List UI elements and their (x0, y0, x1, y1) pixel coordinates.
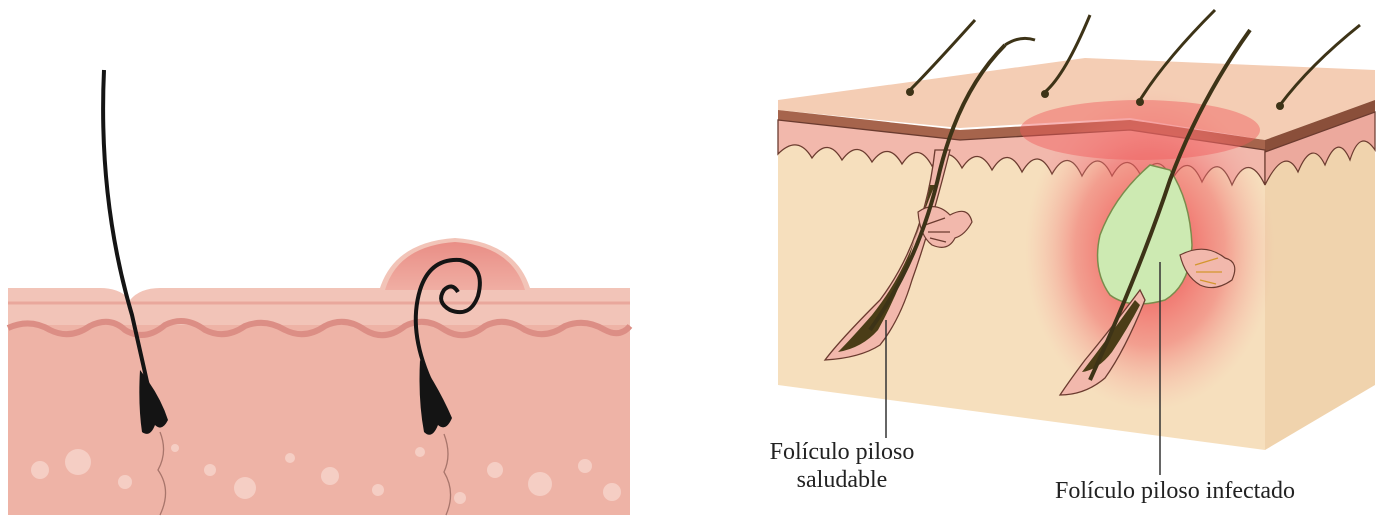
healthy-follicle-label-line1: Folículo piloso (742, 438, 942, 466)
healthy-follicle-label: Folículo piloso saludable (742, 438, 942, 494)
infected-follicle-label: Folículo piloso infectado (1005, 477, 1345, 505)
healthy-follicle-label-line2: saludable (742, 466, 942, 494)
